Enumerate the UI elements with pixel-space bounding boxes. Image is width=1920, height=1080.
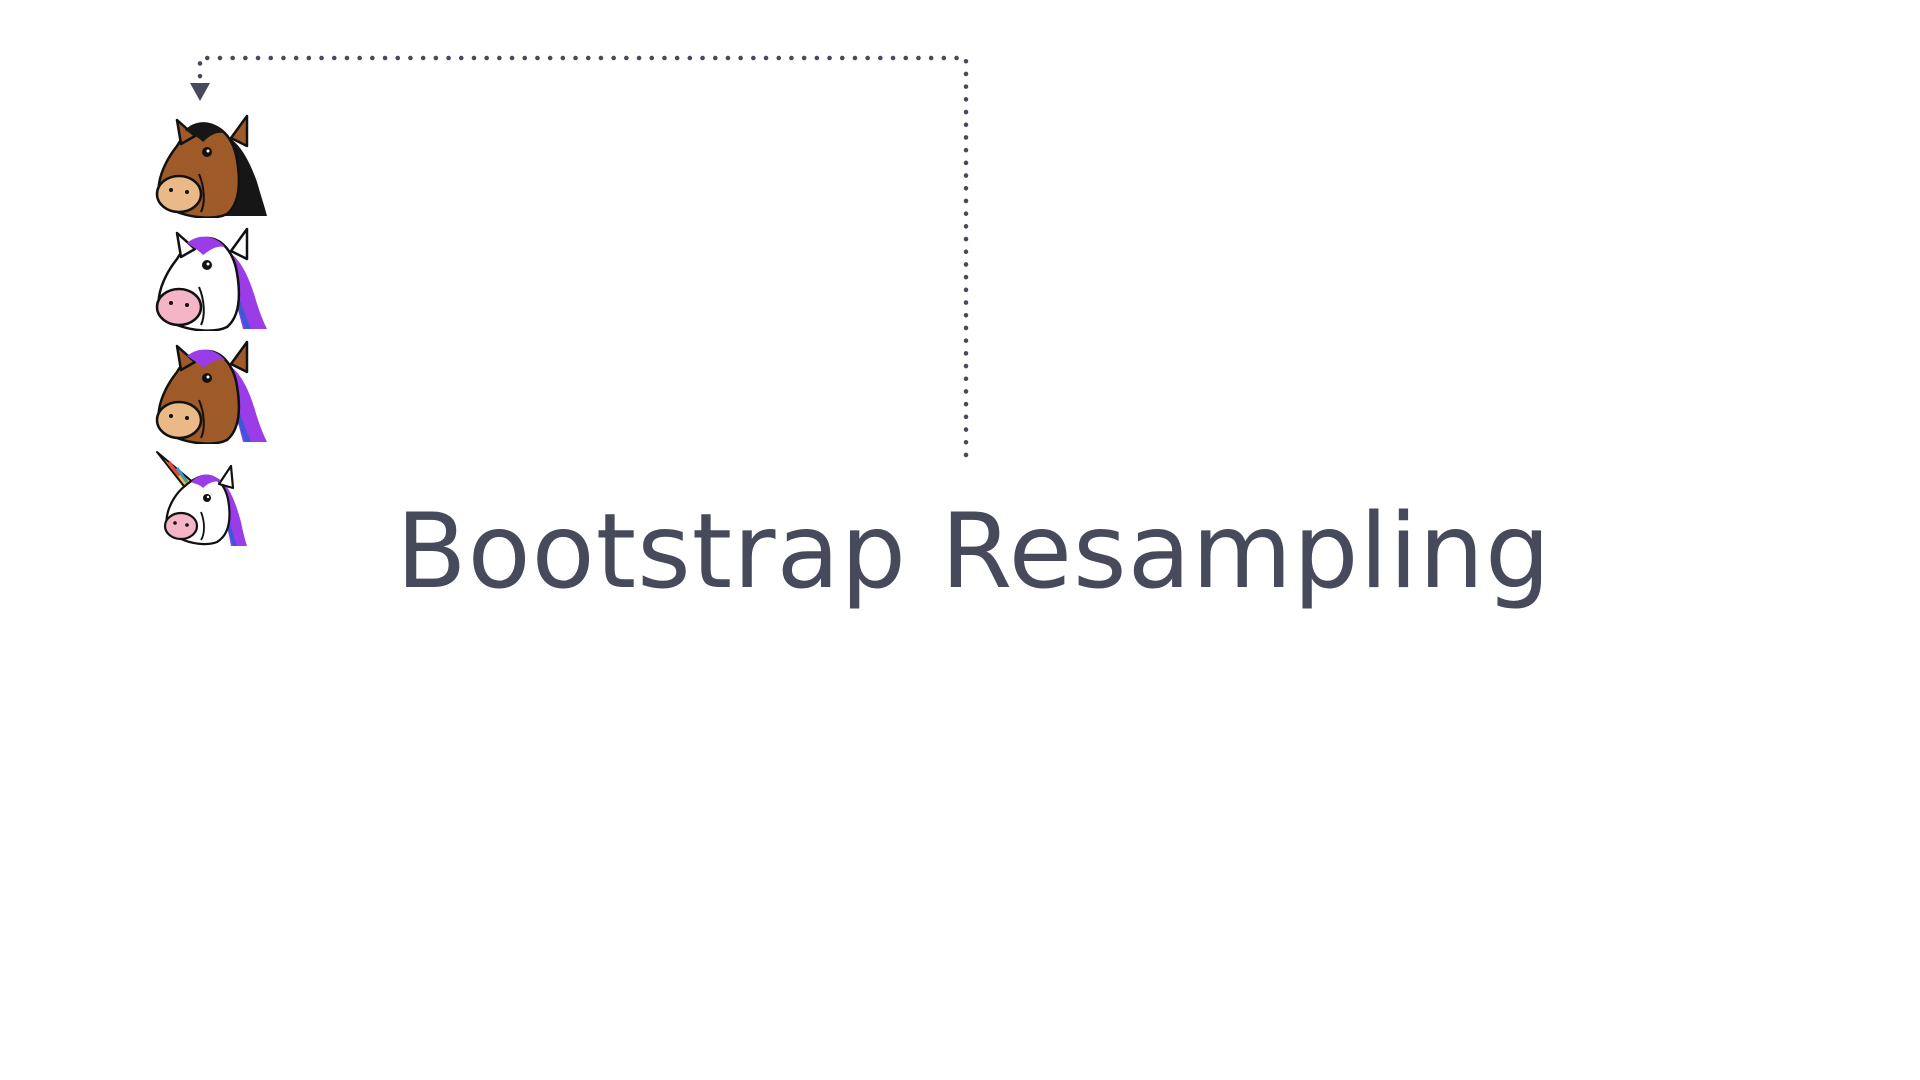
slide-title: Bootstrap Resampling: [396, 492, 1552, 612]
unicorn-icon: [156, 451, 247, 546]
horse-white-icon: [155, 227, 267, 331]
arrowhead-icon: [190, 83, 210, 101]
horse-brown-purple-mane-icon: [155, 340, 267, 444]
horse-brown-icon: [155, 114, 267, 218]
